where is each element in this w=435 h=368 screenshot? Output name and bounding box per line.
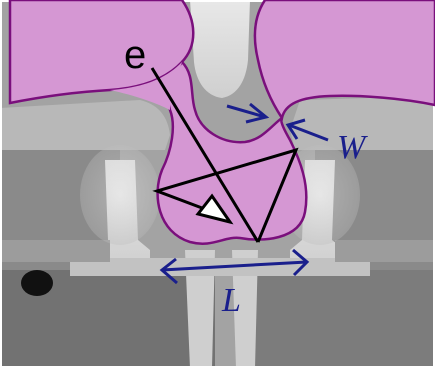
right-lower-pad (335, 240, 435, 262)
left-lower-pad (0, 240, 110, 262)
width-label: W (337, 129, 368, 166)
dark-dot (21, 270, 53, 296)
length-label: L (221, 282, 241, 319)
left-glow (80, 145, 160, 245)
left-upper-lead (0, 100, 170, 150)
electron-label: e (124, 33, 146, 77)
substrate-bottom-right (250, 270, 435, 368)
